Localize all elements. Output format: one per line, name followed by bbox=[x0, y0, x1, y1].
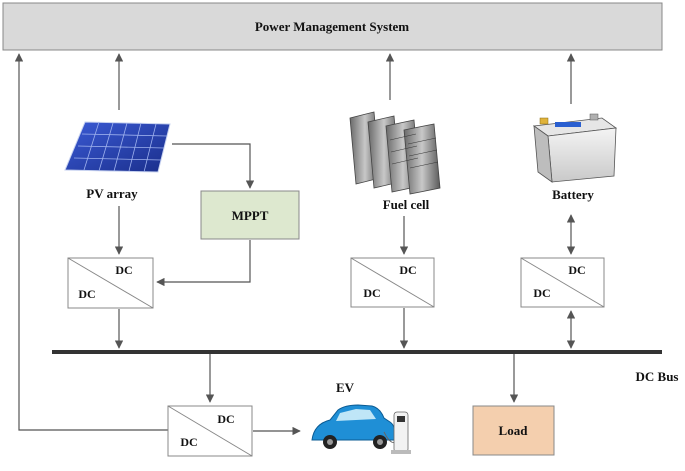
pms-box: Power Management System bbox=[2, 2, 663, 51]
ev-charger-icon bbox=[383, 411, 411, 454]
pv-converter-dc-out: DC bbox=[115, 263, 132, 277]
fuel-cell-icon bbox=[349, 111, 441, 195]
pms-title: Power Management System bbox=[255, 19, 409, 34]
ev-dcdc-converter: DC DC bbox=[167, 405, 253, 457]
load-label: Load bbox=[499, 423, 529, 438]
pv-converter-dc-in: DC bbox=[78, 287, 95, 301]
fuel-cell-label: Fuel cell bbox=[383, 197, 430, 212]
batt-converter-dc-in: DC bbox=[533, 286, 550, 300]
ev-converter-dc-out: DC bbox=[217, 412, 234, 426]
batt-converter-dc-out: DC bbox=[568, 263, 585, 277]
battery-icon bbox=[532, 113, 618, 183]
ev-car-icon bbox=[311, 404, 397, 449]
mppt-box: MPPT bbox=[200, 190, 300, 240]
mppt-to-converter-arrow bbox=[156, 240, 251, 287]
pv-dcdc-converter: DC DC bbox=[67, 257, 154, 309]
pv-panel-icon bbox=[64, 121, 171, 173]
battery-label: Battery bbox=[552, 187, 594, 202]
dc-bus-label: DC Bus bbox=[636, 369, 679, 384]
ev-converter-dc-in: DC bbox=[180, 435, 197, 449]
battery-dcdc-converter: DC DC bbox=[520, 257, 605, 308]
fc-converter-dc-out: DC bbox=[399, 263, 416, 277]
mppt-label: MPPT bbox=[232, 208, 269, 223]
pv-label: PV array bbox=[86, 186, 138, 201]
ev-feedback-line bbox=[14, 53, 168, 431]
fc-converter-dc-in: DC bbox=[363, 286, 380, 300]
ev-label: EV bbox=[336, 380, 355, 395]
pv-to-mppt-arrow bbox=[172, 143, 255, 189]
fuel-cell-dcdc-converter: DC DC bbox=[350, 257, 435, 308]
load-box: Load bbox=[472, 405, 555, 456]
